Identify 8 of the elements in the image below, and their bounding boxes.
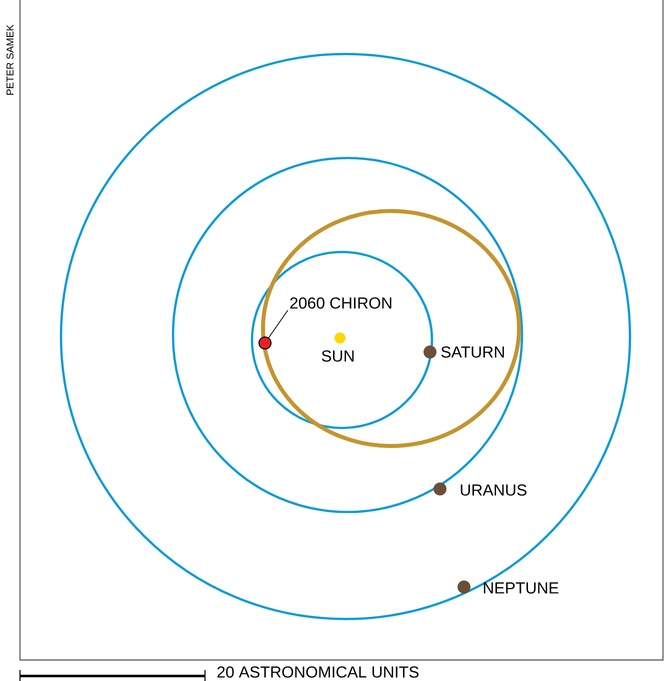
object-label: 2060 CHIRON <box>290 297 392 309</box>
scale-label: 20 ASTRONOMICAL UNITS <box>217 666 419 678</box>
planet-label: NEPTUNE <box>484 582 558 594</box>
planet-label: SATURN <box>441 346 504 358</box>
sun-label: SUN <box>322 350 354 362</box>
asteroid-dot <box>258 336 272 350</box>
credit-text: PETER SAMEK <box>6 24 14 95</box>
planet-label: URANUS <box>460 484 526 496</box>
